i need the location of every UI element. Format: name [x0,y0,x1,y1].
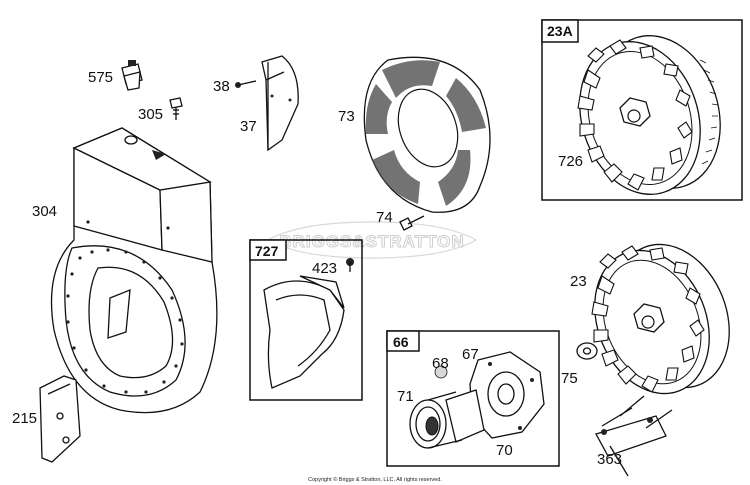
box-66 [386,330,560,467]
label-23: 23 [570,273,587,290]
part-304-housing [50,127,218,414]
label-726: 726 [558,153,583,170]
label-68: 68 [432,355,449,372]
box-66-tab [386,330,420,352]
watermark-logo: BRIGGS&STRATTON [266,221,478,259]
part-363-drawing [595,395,673,477]
part-74-drawing [399,215,425,231]
box-727-tab [249,239,287,261]
label-575: 575 [88,69,113,86]
label-304: 304 [32,203,57,220]
label-70: 70 [496,442,513,459]
label-73: 73 [338,108,355,125]
part-727-drawing [263,258,354,389]
box-727 [249,239,363,401]
part-73-drawing [363,56,491,213]
label-363: 363 [597,451,622,468]
copyright-notice: Copyright © Briggs & Stratton, LLC. All … [308,476,442,483]
label-423: 423 [312,260,337,277]
label-727: 727 [255,243,279,259]
box-23A [541,19,743,201]
label-67: 67 [462,346,479,363]
label-38: 38 [213,78,230,95]
part-305-drawing [169,97,183,120]
label-75: 75 [561,370,578,387]
label-305: 305 [138,106,163,123]
label-37: 37 [240,118,257,135]
label-71: 71 [397,388,414,405]
part-23-flywheel [591,243,730,395]
label-215: 215 [12,410,37,427]
part-75-washer [576,342,598,360]
label-74: 74 [376,209,393,226]
part-38-drawing [235,80,257,88]
label-66: 66 [393,334,409,350]
part-215-bracket [39,375,81,463]
part-66-drawing [409,351,545,449]
box-23A-tab [541,19,579,43]
part-575-drawing [121,60,143,91]
label-23A: 23A [547,23,573,39]
part-37-drawing [261,55,299,152]
watermark-text: BRIGGS&STRATTON [279,232,464,251]
part-23A-flywheel [577,35,721,195]
